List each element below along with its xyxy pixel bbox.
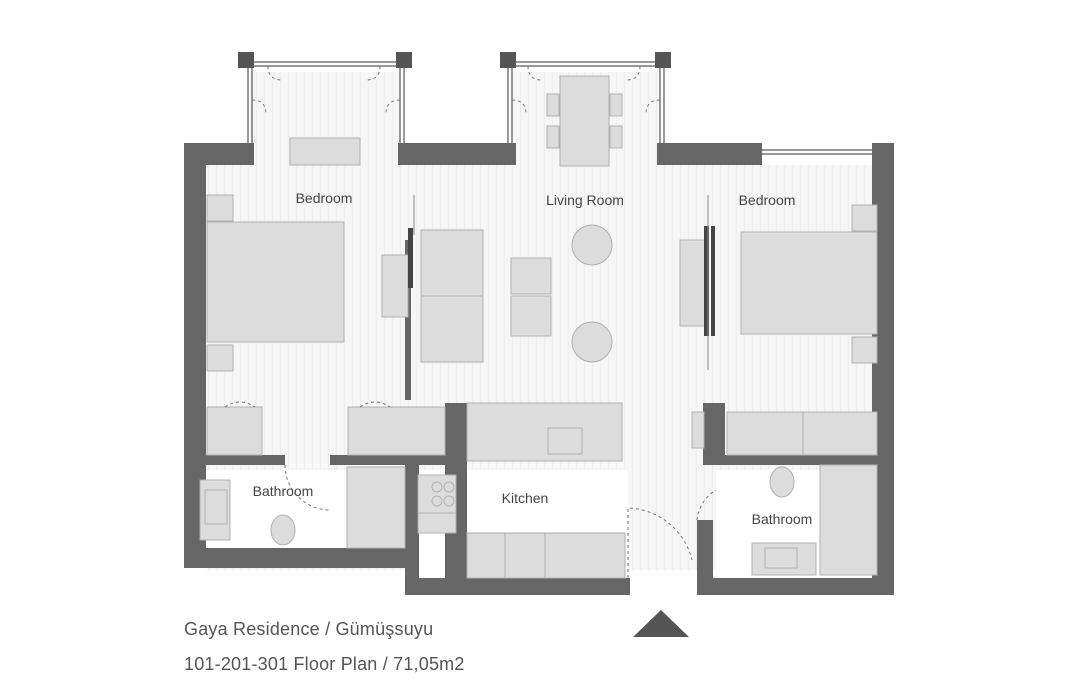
furniture-details — [204, 295, 804, 578]
wardrobe — [726, 411, 878, 456]
bed-right — [740, 231, 878, 335]
dining-chair — [546, 93, 560, 117]
room-label-bedroom-left: Bedroom — [296, 190, 353, 206]
plan-caption: 101-201-301 Floor Plan / 71,05m2 — [184, 654, 465, 674]
toilet — [270, 514, 296, 546]
cooktop — [417, 474, 457, 514]
room-label-living-room: Living Room — [546, 192, 624, 208]
dining-chair — [609, 125, 623, 149]
sink — [547, 427, 583, 455]
room-label-kitchen: Kitchen — [502, 490, 549, 506]
door-swings — [224, 401, 717, 578]
nightstand — [851, 204, 878, 232]
nightstand — [206, 344, 234, 372]
ottoman — [510, 295, 552, 337]
counter — [466, 532, 626, 579]
shower — [346, 466, 406, 549]
nightstand — [206, 194, 234, 222]
window-swings — [251, 65, 661, 115]
armchair — [571, 224, 613, 266]
room-label-bedroom-right: Bedroom — [739, 192, 796, 208]
toilet — [769, 466, 795, 498]
bed-left — [206, 221, 345, 343]
sliding-doors — [408, 226, 715, 336]
counter — [417, 512, 457, 534]
walls — [184, 143, 894, 595]
armchair — [571, 321, 613, 363]
tv-console — [381, 254, 409, 318]
kitchen-island — [466, 402, 623, 462]
room-label-bathroom-right: Bathroom — [752, 511, 813, 527]
dining-chair — [546, 125, 560, 149]
wardrobe — [347, 406, 446, 456]
room-label-bathroom-left: Bathroom — [253, 483, 314, 499]
side-cabinet — [691, 411, 705, 449]
tv-unit — [289, 137, 361, 166]
dining-table — [559, 75, 610, 167]
ottoman — [510, 257, 552, 295]
sliding-door-tracks — [413, 195, 709, 370]
project-caption: Gaya Residence / Gümüşsuyu — [184, 619, 434, 639]
tv-console — [679, 239, 707, 327]
dining-chair — [609, 93, 623, 117]
bathtub — [819, 464, 878, 576]
triangle-up-icon — [633, 610, 689, 637]
bay-windows — [247, 61, 872, 155]
nightstand — [851, 336, 878, 364]
window-columns — [238, 52, 671, 68]
wardrobe — [206, 406, 263, 456]
